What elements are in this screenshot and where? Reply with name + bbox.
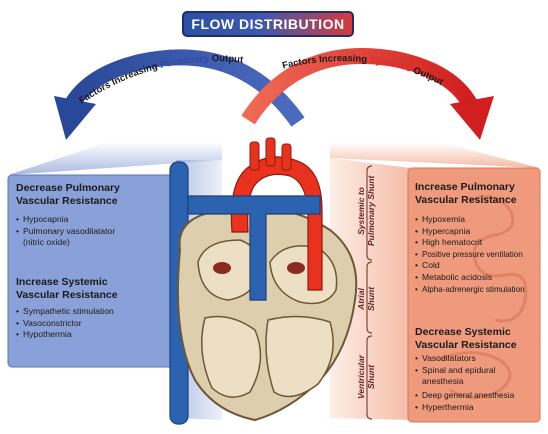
shunt-label-atrial: Atrial Shunt [356,279,378,319]
left-ventricle [266,316,333,396]
pulmonary-arrowhead [54,96,96,140]
left-heading-2-line-1: Increase Systemic [16,276,118,289]
septal-spot-1 [213,262,231,274]
list-item: Metabolic acidosis [415,272,543,284]
arch-branch-3 [282,144,291,170]
right-heading-2-line-2: Vascular Resistance [415,339,517,352]
arch-branch-1 [250,142,259,170]
shunt-label-line-1: Systemic to [356,176,366,246]
list-item: Vasodilatators [415,353,543,365]
list-item: Positive pressure ventilation [415,249,543,261]
left-heading-1-line-1: Decrease Pulmonary [16,182,120,195]
list-item: Alpha-adrenergic stimulation [415,284,543,296]
right-heading-1-line-1: Increase Pulmonary [415,181,517,194]
shunt-label-line-1: Ventricular [356,348,366,406]
diagram-title: FLOW DISTRIBUTION [182,11,354,37]
shunt-label-systemic-to-pulmonary: Systemic to Pulmonary Shunt [356,176,378,246]
list-item: Vasoconstrictor [16,318,114,330]
list-item: Spinal and epidural [415,365,543,377]
list-item: Sympathetic stimulation [16,306,114,318]
left-heading-1: Decrease Pulmonary Vascular Resistance [16,182,120,208]
right-heading-1-line-2: Vascular Resistance [415,194,517,207]
right-list-1: Hypoxemia Hypercapnia High hematocrit Po… [415,214,543,295]
heart-body [178,208,356,421]
right-ventricle [202,317,261,398]
left-heading-1-line-2: Vascular Resistance [16,195,120,208]
list-item: Hypothermia [16,329,114,341]
list-item: Deep general anesthesia [415,390,543,402]
shunt-label-line-2: Pulmonary Shunt [366,176,376,246]
list-item: Hyperthermia [415,402,543,414]
systemic-arrowhead [450,96,494,140]
list-item: Cold [415,260,543,272]
left-list-2: Sympathetic stimulation Vasoconstrictor … [16,306,114,341]
shunt-label-line-1: Atrial [356,279,366,319]
list-item: Pulmonary vasodilatator [16,226,115,238]
right-list-2b: Deep general anesthesia Hyperthermia [415,390,543,413]
right-list-2-continuation: anesthesia [422,376,464,388]
shunt-label-ventricular: Ventricular Shunt [356,348,378,406]
list-item: Hypercapnia [415,226,543,238]
left-heading-2: Increase Systemic Vascular Resistance [16,276,118,302]
left-list-1-continuation: (nitric oxide) [23,237,70,249]
shunt-label-line-2: Shunt [366,279,376,319]
right-heading-2-line-1: Decrease Systemic [415,326,517,339]
arch-branch-2 [266,138,275,166]
list-item: Hypoxemia [415,214,543,226]
shunt-label-line-2: Shunt [366,348,376,406]
right-heading-1: Increase Pulmonary Vascular Resistance [415,181,517,207]
right-list-2: Vasodilatators Spinal and epidural [415,353,543,376]
septal-spot-2 [287,262,305,274]
list-item: Hypocapnia [16,214,115,226]
list-item: High hematocrit [415,237,543,249]
left-list-1: Hypocapnia Pulmonary vasodilatator [16,214,115,237]
left-heading-2-line-2: Vascular Resistance [16,289,118,302]
right-heading-2: Decrease Systemic Vascular Resistance [415,326,517,352]
